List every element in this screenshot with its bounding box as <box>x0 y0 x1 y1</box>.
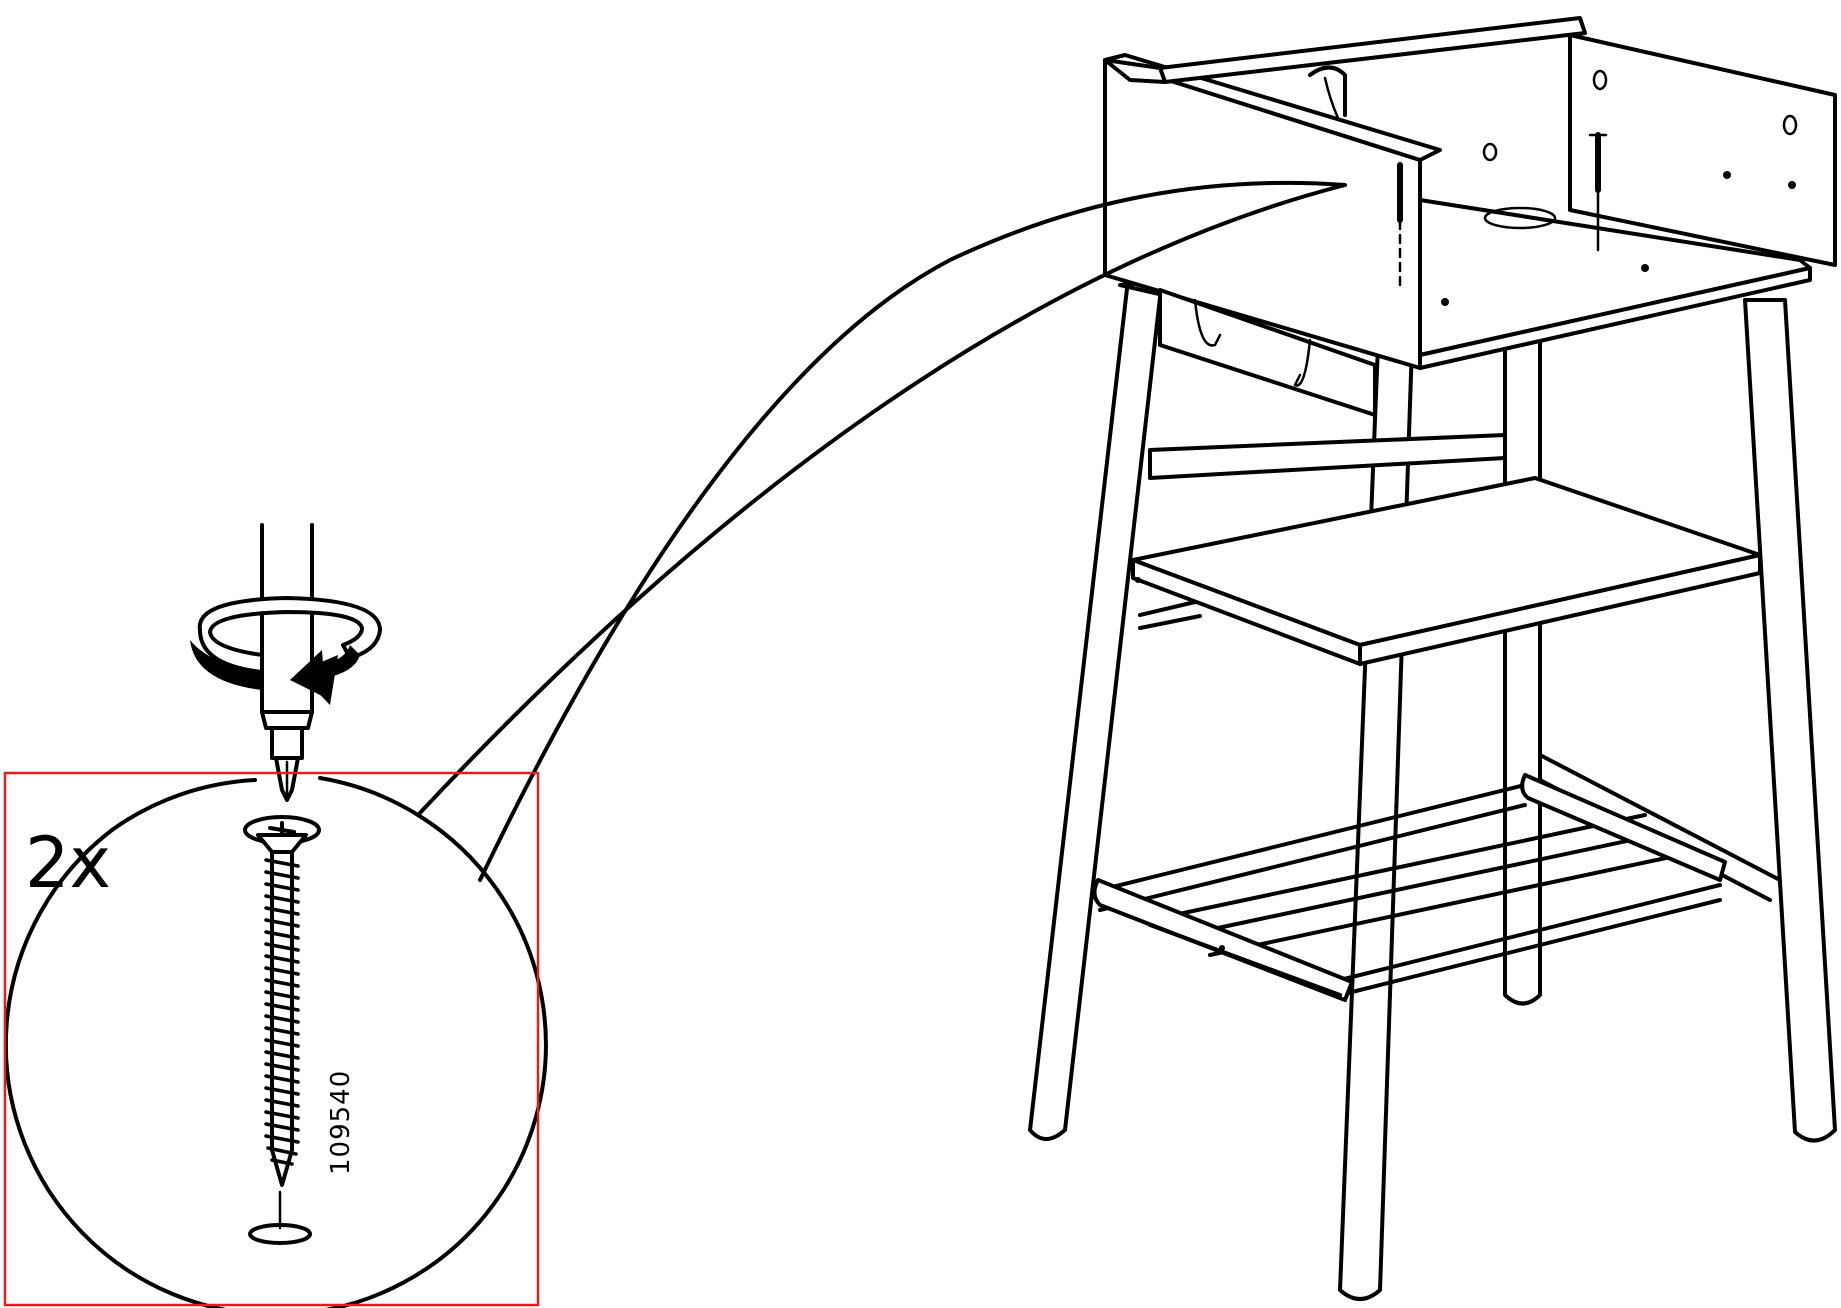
detail-callout: 2x 109540 <box>3 523 548 1308</box>
left-leg <box>1028 278 1164 1141</box>
footrest-shelf <box>1131 476 1762 666</box>
callout-tail <box>416 180 1347 882</box>
rotation-arrow-icon <box>190 596 382 705</box>
pilot-hole-icon <box>248 1190 312 1245</box>
screwdriver-icon <box>260 523 314 802</box>
screw-icon <box>243 815 321 1187</box>
part-number-label: 109540 <box>326 1070 356 1175</box>
seat-box <box>1103 16 1837 417</box>
lower-rack <box>1092 773 1727 1002</box>
right-leg <box>1743 298 1837 1143</box>
quantity-label: 2x <box>25 822 111 904</box>
detail-frame <box>3 771 540 1307</box>
rear-left-leg <box>1503 328 1542 1006</box>
high-chair <box>1028 16 1837 1301</box>
